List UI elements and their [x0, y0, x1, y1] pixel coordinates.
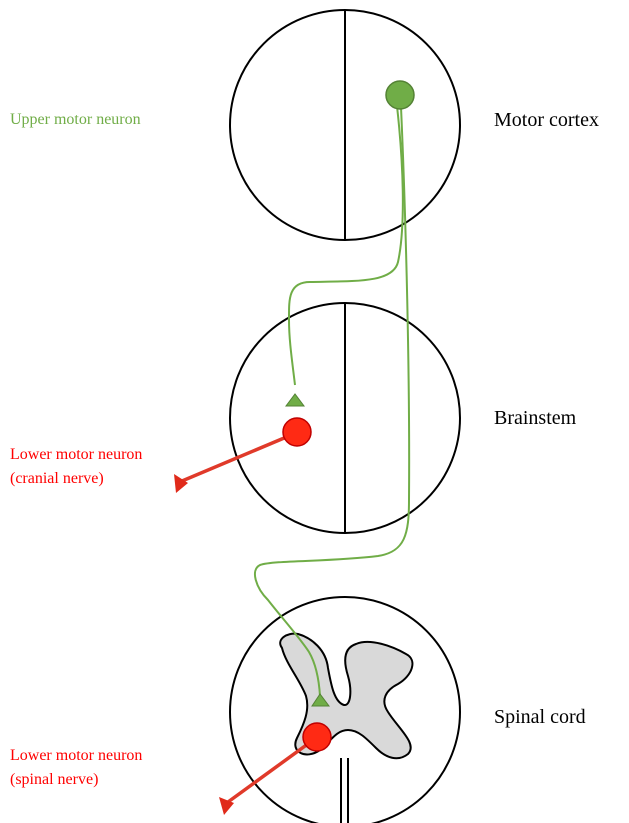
cranial-nerve-terminal — [174, 474, 188, 493]
brainstem-section — [230, 303, 460, 533]
lower-motor-neuron-cranial — [174, 418, 311, 493]
upper-neuron-axon-spinal — [255, 107, 409, 696]
motor-cortex-label: Motor cortex — [494, 108, 599, 132]
upper-neuron-cell-body — [386, 81, 414, 109]
upper-motor-neuron — [255, 81, 414, 706]
cranial-neuron-cell-body — [283, 418, 311, 446]
upper-motor-neuron-label: Upper motor neuron — [10, 110, 141, 129]
spinal-nerve-axon — [228, 738, 316, 802]
lmn-spinal-label-line2: (spinal nerve) — [10, 770, 98, 789]
spinal-cord-label: Spinal cord — [494, 705, 586, 729]
spinal-cord-gray-matter — [280, 634, 412, 759]
motor-cortex-section — [230, 10, 460, 240]
cranial-nerve-axon — [182, 433, 296, 481]
lmn-cranial-label-line1: Lower motor neuron — [10, 445, 142, 464]
spinal-cord-section — [230, 597, 460, 823]
spinal-neuron-cell-body — [303, 723, 331, 751]
upper-neuron-terminal-brainstem — [286, 394, 304, 406]
brainstem-label: Brainstem — [494, 406, 576, 430]
lmn-cranial-label-line2: (cranial nerve) — [10, 469, 104, 488]
lower-motor-neuron-spinal — [219, 723, 331, 815]
lmn-spinal-label-line1: Lower motor neuron — [10, 746, 142, 765]
